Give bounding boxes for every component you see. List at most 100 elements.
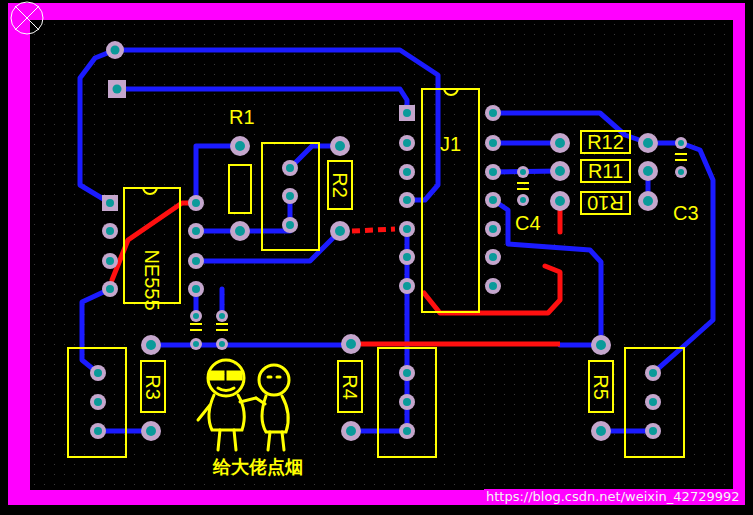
grid-dots: [30, 20, 733, 490]
pad-hole: [94, 369, 102, 377]
bottom-trace: [352, 229, 395, 231]
round-pad: [399, 394, 415, 410]
round-pad: [591, 335, 611, 355]
copper-trace: [117, 89, 407, 113]
board-outline: [8, 3, 745, 505]
round-pad: [102, 253, 118, 269]
pad-hole: [489, 139, 497, 147]
pad-hole: [346, 339, 356, 349]
pad-hole: [643, 138, 653, 148]
pad-hole: [219, 313, 225, 319]
pad-hole: [489, 109, 497, 117]
round-pad: [330, 136, 350, 156]
pad-hole: [219, 341, 225, 347]
part-label: C4: [513, 212, 543, 234]
pad-hole: [520, 169, 526, 175]
round-pad: [675, 137, 687, 149]
round-pad: [90, 365, 106, 381]
round-pad: [188, 195, 204, 211]
component-label: R12: [587, 132, 624, 152]
bottom-trace: [424, 266, 560, 313]
pad-hole: [403, 398, 411, 406]
round-pad: [399, 278, 415, 294]
pad-hole: [649, 427, 657, 435]
pad-hole: [403, 196, 411, 204]
copper-trace: [115, 50, 438, 200]
round-pad: [282, 217, 298, 233]
component-label: R10: [587, 193, 624, 213]
pad-hole: [489, 253, 497, 261]
pad-hole: [678, 140, 684, 146]
round-pad: [399, 192, 415, 208]
pad-hole: [403, 282, 411, 290]
bottom-trace: [351, 342, 560, 347]
component-label: R3: [143, 374, 163, 400]
r1-outline: [229, 165, 251, 213]
bottom-trace: [558, 210, 563, 232]
pad-hole: [403, 139, 411, 147]
component-frame: R2: [327, 160, 353, 210]
pad-hole: [106, 227, 114, 235]
pad-hole: [106, 257, 114, 265]
pad-hole: [193, 313, 199, 319]
round-pad: [141, 421, 161, 441]
round-pad: [330, 221, 350, 241]
pad-hole: [555, 166, 565, 176]
r5-outline: [625, 348, 684, 457]
board-inner: [30, 20, 733, 490]
pad-hole: [192, 227, 200, 235]
part-label: R1: [227, 106, 257, 128]
round-pad: [645, 365, 661, 381]
r4-outline: [378, 348, 436, 457]
round-pad: [485, 164, 501, 180]
pad-hole: [643, 166, 653, 176]
round-pad: [188, 223, 204, 239]
pad-hole: [146, 340, 156, 350]
pad-hole: [335, 141, 345, 151]
pad-hole: [555, 138, 565, 148]
pad-hole: [286, 192, 294, 200]
square-pad: [399, 105, 415, 121]
round-pad: [591, 421, 611, 441]
round-pad: [190, 310, 202, 322]
pad-hole: [403, 109, 411, 117]
component-label: R11: [588, 161, 623, 181]
round-pad: [638, 161, 658, 181]
component-frame: R4: [337, 360, 363, 413]
component-frame: R10: [580, 191, 631, 215]
cartoon: [198, 360, 289, 450]
round-pad: [102, 223, 118, 239]
round-pad: [216, 310, 228, 322]
pad-hole: [235, 141, 245, 151]
component-frame: J1: [421, 88, 480, 313]
round-pad: [188, 253, 204, 269]
pad-hole: [335, 226, 345, 236]
pad-hole: [403, 253, 411, 261]
round-pad: [341, 334, 361, 354]
round-pad: [399, 423, 415, 439]
round-pad: [399, 365, 415, 381]
pad-hole: [403, 168, 411, 176]
pad-hole: [403, 369, 411, 377]
copper-trace: [151, 343, 351, 348]
round-pad: [485, 278, 501, 294]
round-pad: [485, 105, 501, 121]
round-pad: [106, 41, 124, 59]
square-pad: [102, 195, 118, 211]
pad-hole: [346, 426, 356, 436]
round-pad: [230, 136, 250, 156]
round-pad: [645, 423, 661, 439]
round-pad: [517, 194, 529, 206]
round-pad: [102, 281, 118, 297]
component-frame: R3: [140, 360, 166, 413]
round-pad: [638, 191, 658, 211]
pad-hole: [489, 282, 497, 290]
pad-hole: [192, 257, 200, 265]
round-pad: [675, 166, 687, 178]
pad-hole: [192, 285, 200, 293]
round-pad: [90, 394, 106, 410]
copper-trace: [82, 289, 110, 373]
r2-outline: [262, 143, 319, 250]
